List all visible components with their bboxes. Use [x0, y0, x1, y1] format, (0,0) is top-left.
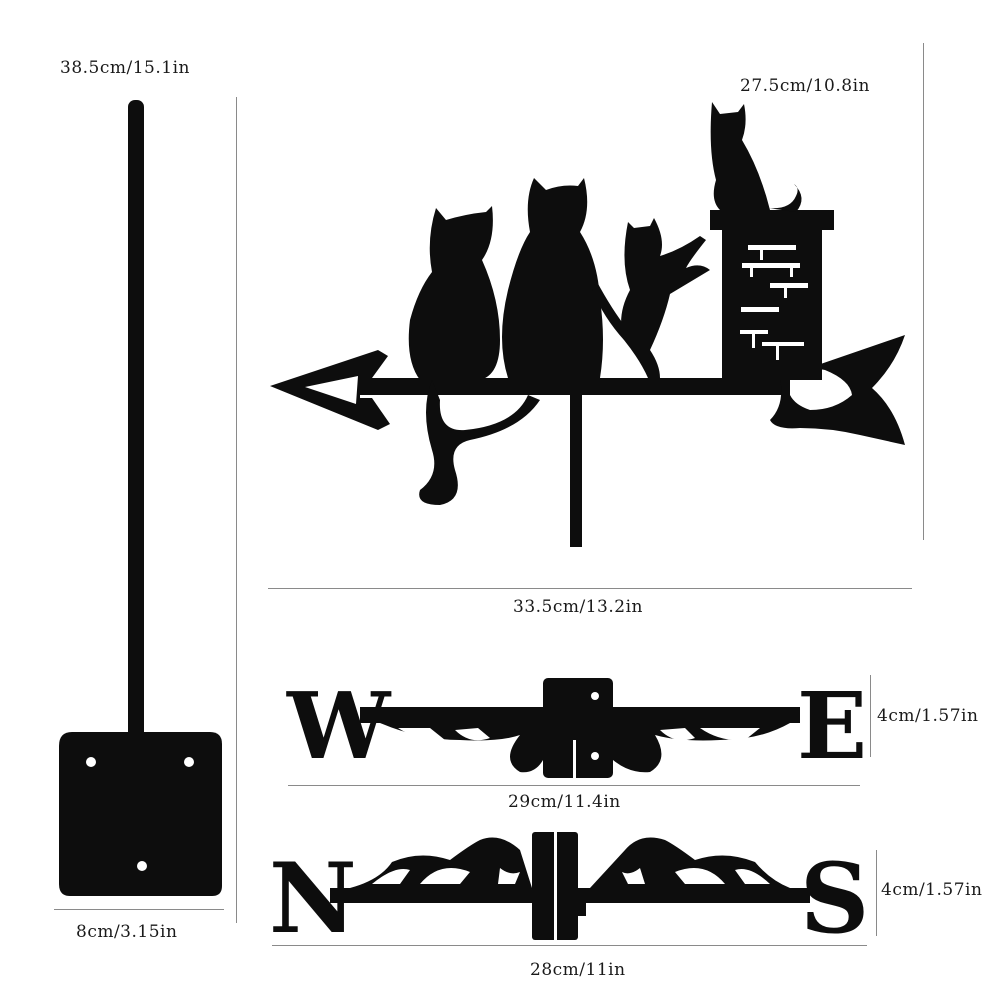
- ornament-height-dimension-line: [923, 43, 924, 540]
- letter-w: W: [286, 672, 392, 780]
- chimney-top: [710, 210, 834, 230]
- we-width-label: 29cm/11.4in: [508, 792, 621, 812]
- ornament-width-label: 33.5cm/13.2in: [513, 597, 643, 617]
- ns-directional: N S: [269, 832, 869, 955]
- we-directional: W E: [286, 672, 867, 780]
- pole-height-label: 38.5cm/15.1in: [60, 58, 190, 78]
- cat-center: [502, 178, 603, 378]
- cat-ornament: [270, 102, 905, 547]
- cat-climbing: [621, 218, 710, 378]
- we-width-dimension-line: [288, 785, 860, 786]
- ns-width-label: 28cm/11in: [530, 960, 626, 980]
- chimney-body: [722, 230, 822, 380]
- ornament-bar: [360, 378, 800, 395]
- base-hole-bottom: [137, 861, 147, 871]
- cat-left: [408, 206, 500, 380]
- pole: [128, 100, 144, 820]
- we-scroll-right: [613, 723, 790, 773]
- base-width-dimension-line: [54, 909, 224, 910]
- ns-height-label: 4cm/1.57in: [881, 880, 983, 900]
- ns-width-dimension-line: [272, 945, 867, 946]
- ornament-width-dimension-line: [268, 588, 912, 589]
- we-height-dimension-line: [870, 675, 871, 757]
- letter-e: E: [797, 672, 867, 780]
- ornament-stake: [570, 395, 582, 547]
- letter-s: S: [800, 842, 869, 955]
- base-width-label: 8cm/3.15in: [76, 922, 178, 942]
- cat-top: [710, 102, 770, 210]
- pole-height-dimension-line: [236, 97, 237, 923]
- base-plate: [59, 732, 222, 896]
- chimney-bricks: [740, 245, 808, 360]
- pole-assembly: [59, 100, 222, 896]
- base-hole-top-left: [86, 757, 96, 767]
- base-hole-top-right: [184, 757, 194, 767]
- ornament-height-label: 27.5cm/10.8in: [740, 76, 870, 96]
- arrow-head: [270, 350, 390, 430]
- cat-left-tail: [419, 380, 540, 505]
- we-center-bracket: [543, 678, 613, 778]
- we-height-label: 4cm/1.57in: [877, 706, 979, 726]
- ns-height-dimension-line: [876, 850, 877, 936]
